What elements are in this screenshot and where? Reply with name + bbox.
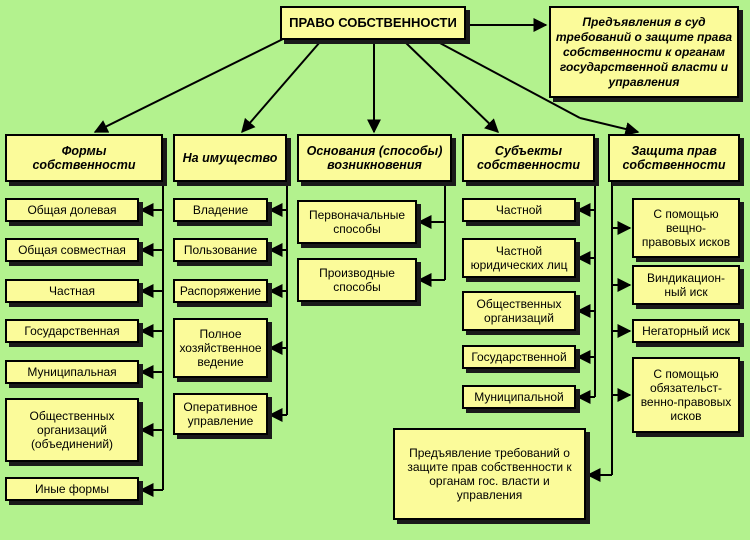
heading-grounds: Основания (способы) возникновения bbox=[297, 134, 452, 182]
forms-item: Общественных организаций (объединений) bbox=[5, 398, 139, 462]
top-right-note: Предъявления в суд требований о защите п… bbox=[549, 6, 739, 98]
diagram-title: ПРАВО СОБСТВЕННОСТИ bbox=[280, 6, 466, 40]
heading-protection: Защита прав собственности bbox=[608, 134, 740, 182]
subjects-item: Общественных организаций bbox=[462, 291, 576, 331]
property-item: Распоряжение bbox=[173, 279, 268, 303]
protection-item: С помощью вещно- правовых исков bbox=[632, 198, 740, 258]
heading-property: На имущество bbox=[173, 134, 287, 182]
forms-item: Муниципальная bbox=[5, 360, 139, 384]
subjects-item: Частной bbox=[462, 198, 576, 222]
forms-item: Государственная bbox=[5, 319, 139, 343]
property-item: Полное хозяйственное ведение bbox=[173, 318, 268, 378]
forms-item: Иные формы bbox=[5, 477, 139, 501]
grounds-item: Первоначальные способы bbox=[297, 200, 417, 244]
forms-item: Общая долевая bbox=[5, 198, 139, 222]
protection-item: С помощью обязательст- венно-правовых ис… bbox=[632, 357, 740, 433]
forms-item: Частная bbox=[5, 279, 139, 303]
heading-subjects: Субъекты собственности bbox=[462, 134, 595, 182]
heading-forms: Формы собственности bbox=[5, 134, 163, 182]
subjects-item: Муниципальной bbox=[462, 385, 576, 409]
protection-item: Негаторный иск bbox=[632, 319, 740, 343]
forms-item: Общая совместная bbox=[5, 238, 139, 262]
subjects-item: Государственной bbox=[462, 345, 576, 369]
property-item: Пользование bbox=[173, 238, 268, 262]
grounds-item: Производные способы bbox=[297, 258, 417, 302]
subjects-item: Частной юридических лиц bbox=[462, 238, 576, 278]
property-item: Владение bbox=[173, 198, 268, 222]
property-item: Оперативное управление bbox=[173, 393, 268, 435]
subjects-bottom-note: Предъявление требований о защите прав со… bbox=[393, 428, 586, 520]
protection-item: Виндикацион- ный иск bbox=[632, 265, 740, 305]
